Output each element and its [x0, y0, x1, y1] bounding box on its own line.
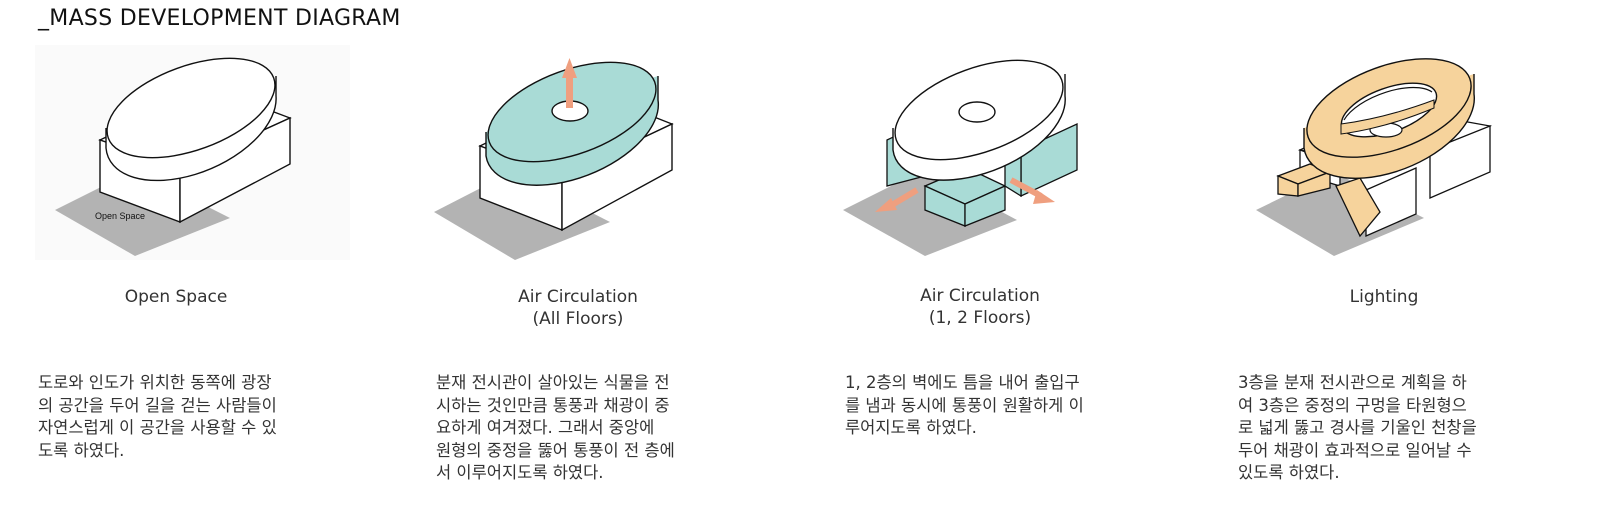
panel-open-space: Open Space Open Space 도로와 인도가 위치한 동쪽에 광장… [0, 0, 390, 512]
lighting-diagram [1256, 58, 1493, 256]
caption-line: (All Floors) [532, 309, 624, 329]
caption-line: (1, 2 Floors) [928, 308, 1032, 328]
panel-air-circulation-1-2-floors: Air Circulation (1, 2 Floors) 1, 2층의 벽에도… [805, 0, 1195, 512]
description-line: 두어 채광이 효과적으로 일어날 수 [1238, 440, 1472, 460]
air-circulation-all-floors-diagram [434, 58, 674, 260]
description-line: 도록 하였다. [38, 440, 125, 460]
description-line: 의 공간을 두어 길을 걷는 사람들이 [38, 395, 277, 415]
description-line: 3층을 분재 전시관으로 계획을 하 [1238, 373, 1467, 392]
description: 분재 전시관이 살아있는 식물을 전 시하는 것인만큼 통풍과 채광이 중 요하… [436, 372, 675, 485]
caption: Open Space [36, 286, 316, 308]
caption-line: Air Circulation [920, 286, 1040, 306]
description-line: 도로와 인도가 위치한 동쪽에 광장 [38, 373, 272, 392]
description: 3층을 분재 전시관으로 계획을 하 여 3층은 중정의 구멍을 타원형으 로 … [1238, 372, 1477, 485]
air-circulation-1-2-floors-diagram [843, 59, 1078, 256]
panel-lighting: Lighting 3층을 분재 전시관으로 계획을 하 여 3층은 중정의 구멍… [1210, 0, 1600, 512]
caption-line: Lighting [1349, 287, 1419, 307]
description: 도로와 인도가 위치한 동쪽에 광장 의 공간을 두어 길을 걷는 사람들이 자… [38, 372, 277, 462]
description-line: 여 3층은 중정의 구멍을 타원형으 [1238, 395, 1467, 415]
description-line: 1, 2층의 벽에도 틈을 내어 출입구 [845, 373, 1080, 392]
description-line: 원형의 중정을 뚫어 통풍이 전 층에 [436, 440, 675, 460]
description-line: 시하는 것인만큼 통풍과 채광이 중 [436, 395, 670, 415]
diagram-title: _MASS DEVELOPMENT DIAGRAM [38, 6, 401, 31]
caption-line: Air Circulation [518, 287, 638, 307]
open-space-diagram: Open Space [35, 45, 350, 260]
caption: Air Circulation (All Floors) [438, 286, 718, 330]
open-space-label: Open Space [95, 211, 145, 221]
caption-line: Open Space [124, 287, 228, 307]
panel-air-circulation-all-floors: Air Circulation (All Floors) 분재 전시관이 살아있… [400, 0, 790, 512]
description-line: 를 냄과 동시에 통풍이 원활하게 이 [845, 395, 1084, 415]
description-line: 루어지도록 하였다. [845, 418, 977, 437]
description-line: 분재 전시관이 살아있는 식물을 전 [436, 373, 670, 392]
caption: Air Circulation (1, 2 Floors) [840, 285, 1120, 329]
description-line: 서 이루어지도록 하였다. [436, 463, 604, 482]
description-line: 자연스럽게 이 공간을 사용할 수 있 [38, 418, 277, 437]
description-line: 요하게 여겨졌다. 그래서 중앙에 [436, 418, 655, 437]
description: 1, 2층의 벽에도 틈을 내어 출입구 를 냄과 동시에 통풍이 원활하게 이… [845, 372, 1084, 440]
description-line: 있도록 하였다. [1238, 463, 1340, 482]
description-line: 로 넓게 뚫고 경사를 기울인 천창을 [1238, 418, 1477, 437]
caption: Lighting [1244, 286, 1524, 308]
